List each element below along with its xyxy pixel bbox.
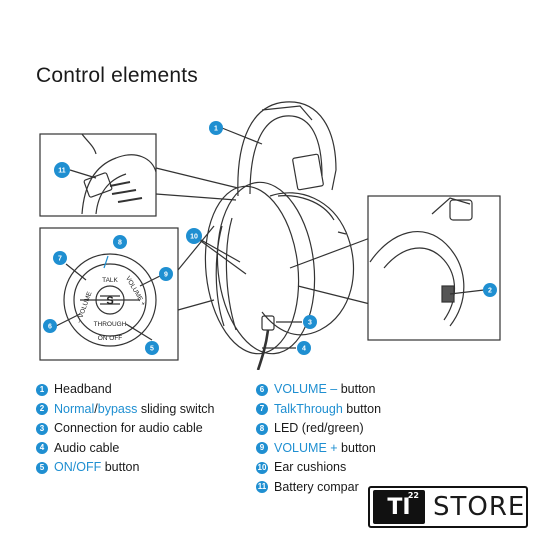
legend-highlight-text: Normal [54,401,95,416]
legend-text: button [337,382,376,396]
legend-text: Battery compar [274,479,359,494]
legend-item-8: 8 LED (red/green) [256,419,381,439]
store-mark-text: TI [387,494,411,520]
control-dial [63,253,157,347]
callout-9: 9 [159,267,173,281]
store-mark-superscript: 22 [407,491,419,500]
legend-number-badge: 9 [256,442,268,455]
legend-text: button [337,440,376,455]
legend-item-7: 7 TalkThrough button [256,400,381,420]
ear-cushion [216,181,316,355]
legend-number-badge: 3 [36,422,48,435]
dial-through-label: THROUGH [94,321,127,328]
callout-4: 4 [297,341,311,355]
callout-label: 1 [214,126,218,133]
headband [237,101,337,197]
callout-1: 1 [209,121,223,135]
legend-text: Ear cushions [274,460,347,474]
legend-number-badge: 4 [36,442,48,455]
callout-label: 2 [488,288,492,295]
legend-text: sliding switch [137,401,215,416]
legend-number-badge: 6 [256,383,268,396]
legend-text: Connection for audio cable [54,421,203,435]
store-logo-mark: TI 22 [373,490,425,524]
dial-on-off-label: ON OFF [98,335,123,342]
callout-5: 5 [145,341,159,355]
callout-label: 3 [308,320,312,327]
legend-number-badge: 1 [36,383,48,396]
legend-number-badge: 7 [256,403,268,416]
legend-number-badge: 11 [256,481,268,494]
callout-8: 8 [113,235,127,249]
legend-item-9: 9 VOLUME + button [256,439,381,459]
ear-cup-back [204,185,300,355]
legend-item-11: 11 Battery compar [256,478,381,498]
legend-number-badge: 8 [256,422,268,435]
store-logo: TI 22 STORE [368,486,528,528]
inset-switch-box [367,195,501,341]
callout-label: 10 [190,234,198,241]
legend-highlight-text: VOLUME – [274,382,338,396]
dial-brand-mark: S [106,295,113,307]
legend-highlight-text: VOLUME + [274,440,338,455]
callout-2: 2 [483,283,497,297]
callout-label: 9 [164,272,168,279]
callout-label: 8 [118,240,122,247]
dial-talk-label: TALK [102,277,118,284]
legend-item-1: 1 Headband [36,380,215,400]
page-title: Control elements [36,64,198,87]
store-label: STORE [433,492,526,522]
callout-label: 7 [58,256,62,263]
legend-item-2: 2 Normal/bypass sliding switch [36,400,215,420]
headphone-illustration: – VOLUME TALK VOLUME + THROUGH ON OFF S … [39,101,501,370]
callout-label: 5 [150,346,154,353]
legend-text: button [342,401,382,416]
callout-label: 11 [58,168,66,175]
legend-text: button [101,460,140,474]
ear-cup-front [261,192,355,336]
legend-number-badge: 10 [256,461,268,474]
legend-right: 6 VOLUME – button 7 TalkThrough button 8 LED … [256,380,381,497]
legend-text: Audio cable [54,440,120,455]
legend-item-10: 10 Ear cushions [256,458,381,478]
legend-text: LED (red/green) [274,421,364,435]
callout-6: 6 [43,319,57,333]
legend-number-badge: 2 [36,403,48,416]
audio-cable [256,329,270,370]
legend-item-3: 3 Connection for audio cable [36,419,215,439]
legend-item-6: 6 VOLUME – button [256,380,381,400]
callout-10: 10 [186,228,202,244]
callout-3: 3 [303,315,317,329]
legend-highlight-text: bypass [97,401,138,416]
callout-11: 11 [54,162,70,178]
legend-item-4: 4 Audio cable [36,439,215,459]
legend-highlight-text: TalkThrough [274,401,343,416]
callout-7: 7 [53,251,67,265]
callout-label: 6 [48,324,52,331]
legend-text: / [94,401,98,416]
legend-text: Headband [54,382,112,396]
legend-highlight-text: ON/OFF [54,460,102,474]
legend-number-badge: 5 [36,461,48,474]
callout-label: 4 [302,346,306,353]
legend-item-5: 5 ON/OFF button [36,458,215,478]
